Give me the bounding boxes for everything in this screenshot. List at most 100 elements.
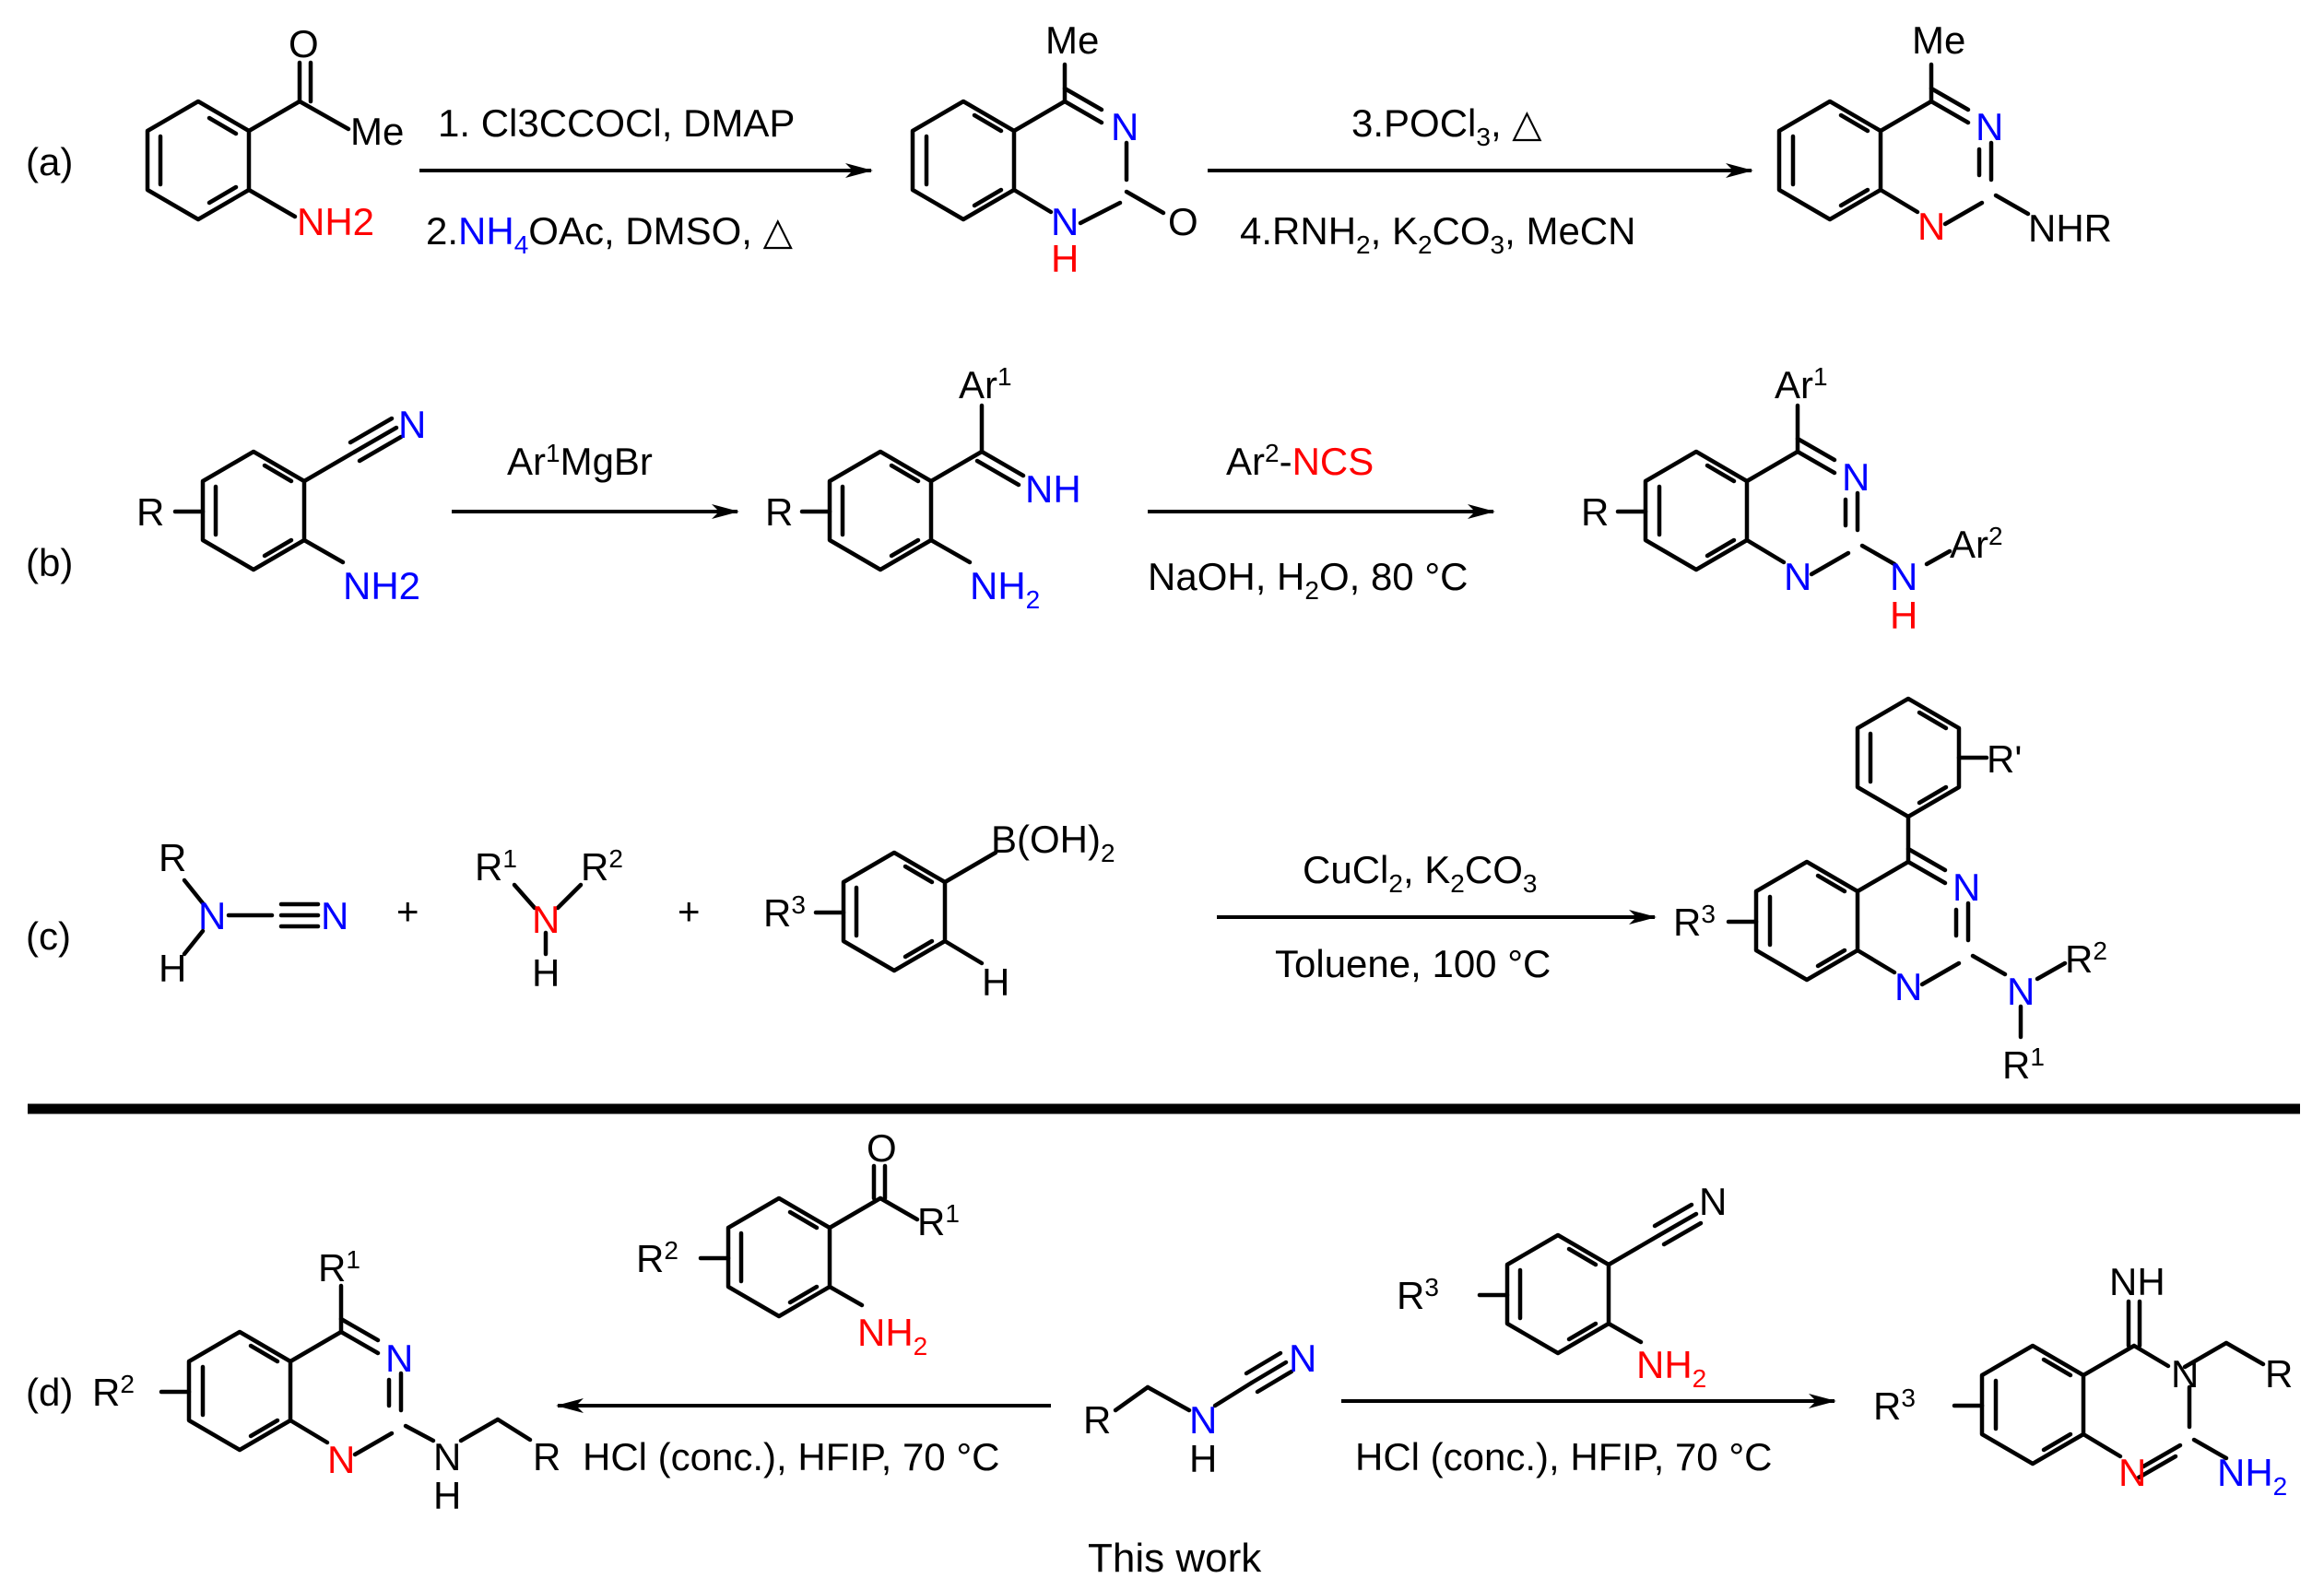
row-a-conditions-2-bottom: 4.RNH2, K2CO3, MeCN (1240, 209, 1635, 259)
row-c-product: R' R3 N N N R2 R1 (1673, 696, 2107, 1087)
row-d: (d) R1 R2 N N N H R (26, 1126, 2293, 1581)
row-b-product: Ar1 N N R N H Ar2 (1581, 362, 2003, 637)
atom-nh2: NH2 (970, 564, 1040, 614)
atom-r1: R1 (475, 844, 517, 889)
row-d-right-product: NH N R R3 N NH2 (1873, 1260, 2293, 1501)
row-d-center-cyanamide: R N H N (1083, 1337, 1316, 1480)
atom-nh-n: N (1890, 555, 1917, 598)
row-a-starting-material: O Me NH2 (145, 22, 404, 243)
row-b-conditions-1: Ar1MgBr (507, 439, 653, 483)
atom-imine: NH (2109, 1260, 2165, 1303)
row-a-conditions-1-bottom: 2.NH4OAc, DMSO, △ (426, 209, 794, 259)
atom-r3: R3 (1873, 1384, 1916, 1428)
atom-nh2: NH2 (297, 200, 374, 243)
atom-n3: N (1976, 105, 2003, 148)
atom-r1: R1 (2002, 1042, 2045, 1087)
atom-me: Me (1045, 18, 1099, 62)
atom-r3: R3 (1397, 1273, 1439, 1317)
atom-o: O (289, 22, 319, 65)
atom-r: R (765, 490, 793, 534)
atom-n1: N (1051, 200, 1079, 243)
atom-cn-n: N (321, 894, 348, 937)
row-d-right-starting-material: N R3 NH2 (1397, 1180, 1727, 1393)
atom-me: Me (1912, 18, 1965, 62)
plus-1: + (396, 889, 419, 933)
row-c-conditions-bottom: Toluene, 100 °C (1275, 942, 1551, 985)
atom-h: H (159, 947, 186, 990)
atom-r2: R2 (581, 844, 623, 889)
atom-nh2: NH2 (1636, 1343, 1706, 1393)
row-b-label: (b) (26, 541, 73, 584)
atom-r3: R3 (763, 890, 806, 935)
atom-nh: NH (1025, 467, 1081, 511)
atom-n1: N (1917, 205, 1945, 248)
row-a: (a) O Me NH2 1. Cl3CCOCl, DMAP 2.NH4OAc,… (26, 18, 2112, 280)
atom-o: O (867, 1126, 897, 1170)
atom-ar2: Ar2 (1950, 522, 2003, 566)
atom-cn-n: N (1289, 1337, 1316, 1380)
atom-ar1: Ar1 (959, 362, 1012, 406)
atom-r: R (136, 490, 164, 534)
atom-n1: N (1784, 555, 1811, 598)
atom-r: R (533, 1435, 560, 1478)
atom-cn-n: N (1699, 1180, 1727, 1223)
row-d-left-product: R1 R2 N N N H R (92, 1245, 560, 1517)
atom-nh2: NH2 (2217, 1451, 2287, 1501)
atom-o: O (1168, 200, 1198, 243)
row-c-label: (c) (26, 914, 71, 958)
atom-h: H (982, 960, 1009, 1004)
atom-n: N (398, 403, 426, 446)
atom-r2: R2 (92, 1370, 135, 1414)
row-b-intermediate: Ar1 NH R NH2 (765, 362, 1081, 614)
atom-h: H (1189, 1437, 1217, 1480)
atom-n: N (532, 898, 560, 941)
row-b-conditions-2-top: Ar2-NCS (1226, 439, 1374, 483)
atom-n3: N (1842, 455, 1870, 499)
row-a-intermediate: Me N N H O (910, 18, 1198, 280)
atom-r1: R1 (318, 1245, 360, 1290)
row-a-label: (a) (26, 140, 73, 183)
atom-r3: R3 (1673, 900, 1716, 944)
atom-me: Me (350, 110, 404, 153)
atom-nh2: NH2 (343, 564, 420, 607)
plus-2: + (678, 889, 701, 933)
row-b-starting-material: R N NH2 (136, 403, 426, 607)
atom-nn: N (2007, 970, 2035, 1013)
row-c-boronic-acid: B(OH)2 R3 H (763, 818, 1115, 1004)
atom-n1: N (2118, 1451, 2146, 1494)
atom-nh2: NH2 (857, 1311, 927, 1360)
atom-nh-h: H (433, 1474, 461, 1517)
atom-n3: N (1111, 105, 1138, 148)
row-c-conditions-top: CuCl2, K2CO3 (1303, 848, 1537, 898)
row-c-cyanamide: R N H N (159, 836, 348, 990)
row-a-conditions-1-top: 1. Cl3CCOCl, DMAP (438, 101, 795, 145)
atom-nhr: NHR (2028, 206, 2112, 250)
atom-boronic: B(OH)2 (991, 818, 1115, 867)
footer-caption: This work (1088, 1536, 1262, 1581)
atom-n: N (1189, 1398, 1217, 1442)
row-d-conditions-left: HCl (conc.), HFIP, 70 °C (583, 1435, 999, 1478)
atom-r: R (2265, 1352, 2293, 1396)
row-a-product: Me N N NHR (1776, 18, 2112, 250)
atom-n1: N (1894, 965, 1922, 1008)
row-d-conditions-right: HCl (conc.), HFIP, 70 °C (1355, 1435, 1772, 1478)
atom-r1: R1 (917, 1199, 960, 1243)
atom-n3: N (385, 1337, 413, 1380)
row-d-left-starting-material: O R1 R2 NH2 (636, 1126, 960, 1360)
row-d-label: (d) (26, 1371, 73, 1414)
atom-r2: R2 (636, 1236, 678, 1280)
atom-n: N (198, 894, 226, 937)
atom-r: R (1083, 1398, 1111, 1442)
atom-h: H (1051, 237, 1079, 280)
row-b: (b) R N NH2 Ar1MgBr (26, 362, 2003, 637)
atom-ar1: Ar1 (1775, 362, 1828, 406)
atom-nh-n: N (433, 1435, 461, 1478)
row-b-conditions-2-bottom: NaOH, H2O, 80 °C (1148, 555, 1468, 605)
atom-r2: R2 (2065, 936, 2107, 981)
row-a-conditions-2-top: 3.POCl3, △ (1351, 101, 1542, 151)
atom-n3: N (1952, 866, 1980, 909)
atom-n3: N (2171, 1352, 2199, 1396)
atom-r: R (1581, 490, 1609, 534)
atom-nh-h: H (1890, 594, 1917, 637)
